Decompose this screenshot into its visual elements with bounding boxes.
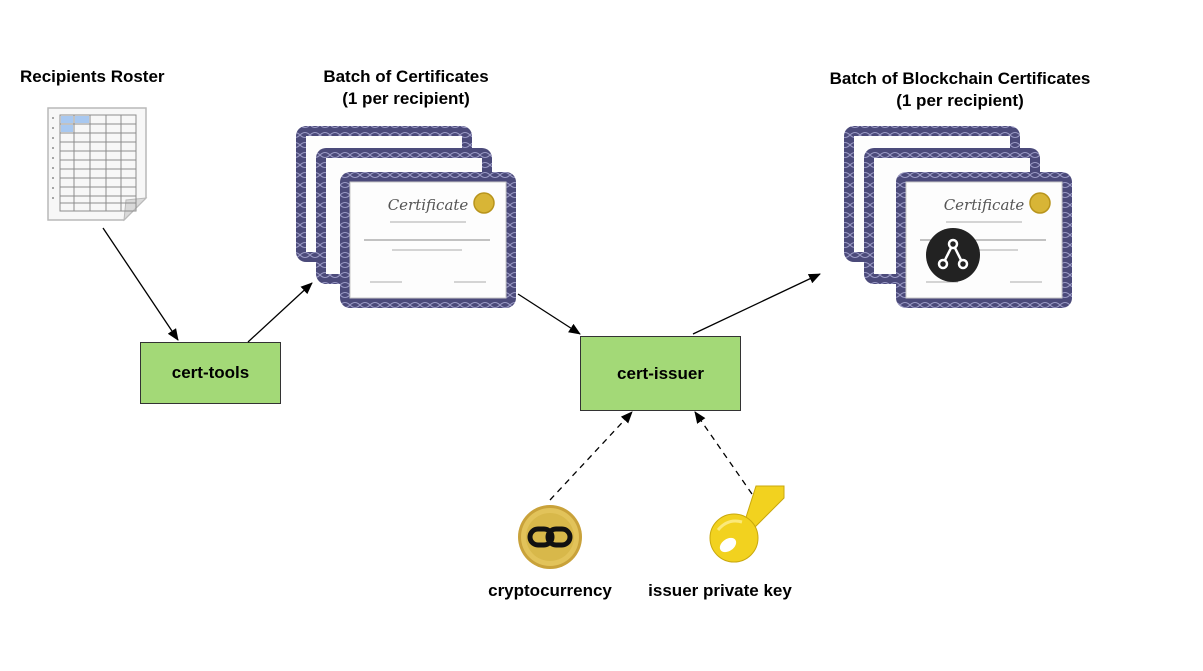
- chain-link-coin-icon: [518, 505, 582, 569]
- batch-blockchain-subtitle: (1 per recipient): [896, 91, 1024, 110]
- batch-blockchain-certificates-label: Batch of Blockchain Certificates (1 per …: [810, 68, 1110, 112]
- batch-certificates-label: Batch of Certificates (1 per recipient): [296, 66, 516, 110]
- arrow-roster-to-cert-tools: [102, 227, 179, 341]
- arrow-cert-tools-to-certificates: [247, 282, 313, 343]
- batch-blockchain-title: Batch of Blockchain Certificates: [829, 69, 1091, 88]
- spreadsheet-icon: [47, 107, 148, 222]
- certificate-stack-left: Certificate: [296, 126, 516, 308]
- batch-certificates-subtitle: (1 per recipient): [342, 89, 470, 108]
- cryptocurrency-label: cryptocurrency: [488, 581, 612, 600]
- certificate-front: Certificate: [340, 172, 516, 308]
- cert-tools-node[interactable]: cert-tools: [140, 342, 281, 404]
- arrow-cryptocurrency-to-cert-issuer: [549, 411, 633, 501]
- arrow-cert-issuer-to-blockchain-certificates: [692, 273, 821, 335]
- blockchain-certificate-title: Certificate: [944, 196, 1025, 214]
- batch-certificates-title: Batch of Certificates: [323, 67, 489, 86]
- seal-icon: [473, 192, 495, 214]
- cert-issuer-node[interactable]: cert-issuer: [580, 336, 741, 411]
- cert-issuer-label: cert-issuer: [617, 363, 704, 383]
- blockchain-seal-icon: [1029, 192, 1051, 214]
- arrow-certificates-to-cert-issuer: [517, 293, 581, 335]
- blockcerts-icon: [926, 228, 980, 282]
- key-icon: [709, 485, 785, 563]
- cert-tools-label: cert-tools: [171, 363, 250, 382]
- blockchain-certificate-stack: Certificate: [844, 126, 1072, 308]
- recipients-roster-label: Recipients Roster: [20, 67, 165, 86]
- certificate-title: Certificate: [388, 196, 469, 214]
- blockchain-certificate-front: Certificate: [896, 172, 1072, 308]
- arrow-private-key-to-cert-issuer: [694, 411, 753, 495]
- issuer-private-key-label: issuer private key: [648, 581, 792, 600]
